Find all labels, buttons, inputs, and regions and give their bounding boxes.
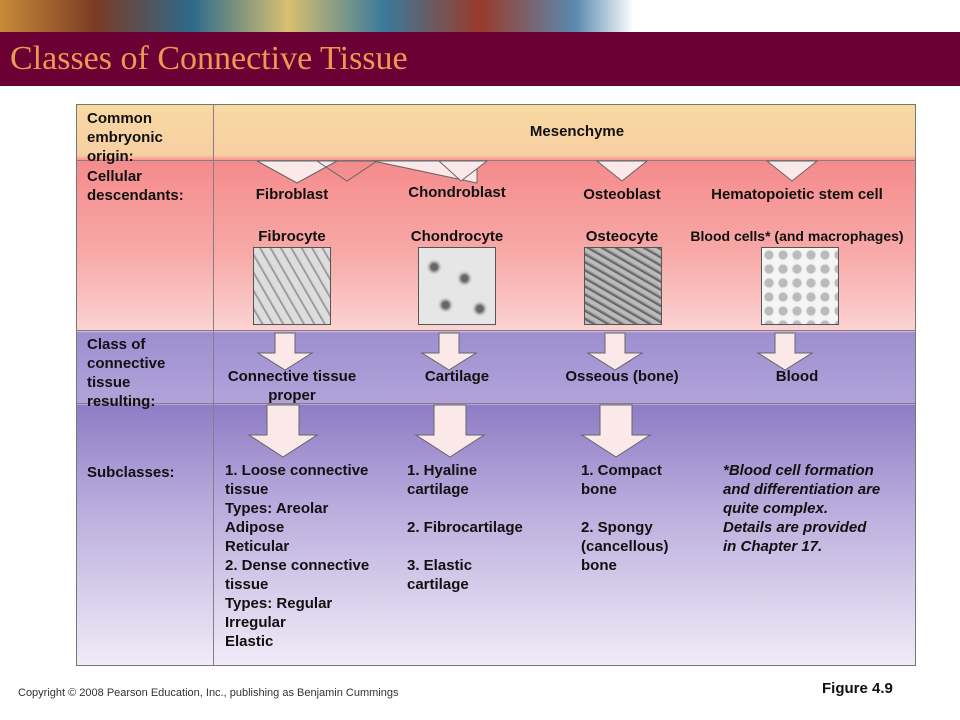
arrow-to-fibroblast — [256, 160, 338, 184]
row-label-descendants: Cellular descendants: — [87, 168, 184, 204]
title-bar — [0, 32, 960, 86]
cyte-osteocyte: Osteocyte — [585, 228, 659, 245]
row-label-class: Class of connective tissue resulting: — [87, 336, 166, 410]
arrow-to-chondroblast — [437, 160, 489, 182]
osteocyte-micrograph — [584, 247, 662, 325]
chondrocyte-micrograph — [418, 247, 496, 325]
blast-osteoblast: Osteoblast — [583, 186, 661, 203]
row-divider-origin — [77, 160, 915, 161]
mesenchyme-label: Mesenchyme — [529, 123, 625, 140]
row-label-origin: Common embryonic origin: — [87, 110, 163, 165]
subclasses-cartilage: 1. Hyaline cartilage 2. Fibrocartilage 3… — [407, 462, 523, 593]
banner-image — [0, 0, 960, 32]
cyte-blood-cells: Blood cells* (and macrophages) — [690, 228, 904, 244]
arrow-to-proper — [256, 332, 314, 371]
cyte-fibrocyte: Fibrocyte — [258, 228, 326, 245]
class-bone: Osseous (bone) — [565, 368, 679, 385]
row-divider-class — [77, 403, 915, 404]
connective-tissue-diagram: Common embryonic origin: Cellular descen… — [76, 104, 916, 666]
arrow-to-cartilage — [420, 332, 478, 371]
row-label-subclasses: Subclasses: — [87, 464, 175, 481]
figure-label: Figure 4.9 — [822, 680, 893, 697]
row-divider-descendants — [77, 330, 915, 331]
arrow-to-hematopoietic — [765, 160, 819, 182]
blast-chondroblast: Chondroblast — [408, 184, 506, 201]
arrow-to-bone-subclasses — [580, 404, 652, 458]
blood-cells-micrograph — [761, 247, 839, 325]
class-proper: Connective tissue proper — [227, 368, 357, 404]
column-divider — [213, 105, 214, 665]
fibrocyte-micrograph — [253, 247, 331, 325]
class-blood: Blood — [775, 368, 819, 385]
arrow-to-cartilage-subclasses — [414, 404, 486, 458]
arrow-to-osteoblast — [595, 160, 649, 182]
subclasses-proper: 1. Loose connective tissue Types: Areola… — [225, 462, 370, 650]
blood-footnote: *Blood cell formation and differentiatio… — [723, 462, 881, 555]
cyte-chondrocyte: Chondrocyte — [410, 228, 504, 245]
arrow-to-blood — [756, 332, 814, 371]
copyright-notice: Copyright © 2008 Pearson Education, Inc.… — [18, 687, 399, 699]
arrow-to-proper-subclasses — [247, 404, 319, 458]
slide-title: Classes of Connective Tissue — [10, 40, 408, 77]
arrow-to-bone — [586, 332, 644, 371]
subclasses-bone: 1. Compact bone 2. Spongy (cancellous) b… — [581, 462, 669, 574]
flow-arrows — [247, 160, 819, 458]
blast-hematopoietic: Hematopoietic stem cell — [711, 186, 883, 203]
class-cartilage: Cartilage — [424, 368, 490, 385]
blast-fibroblast: Fibroblast — [255, 186, 329, 203]
arrow-chondro — [315, 160, 379, 182]
